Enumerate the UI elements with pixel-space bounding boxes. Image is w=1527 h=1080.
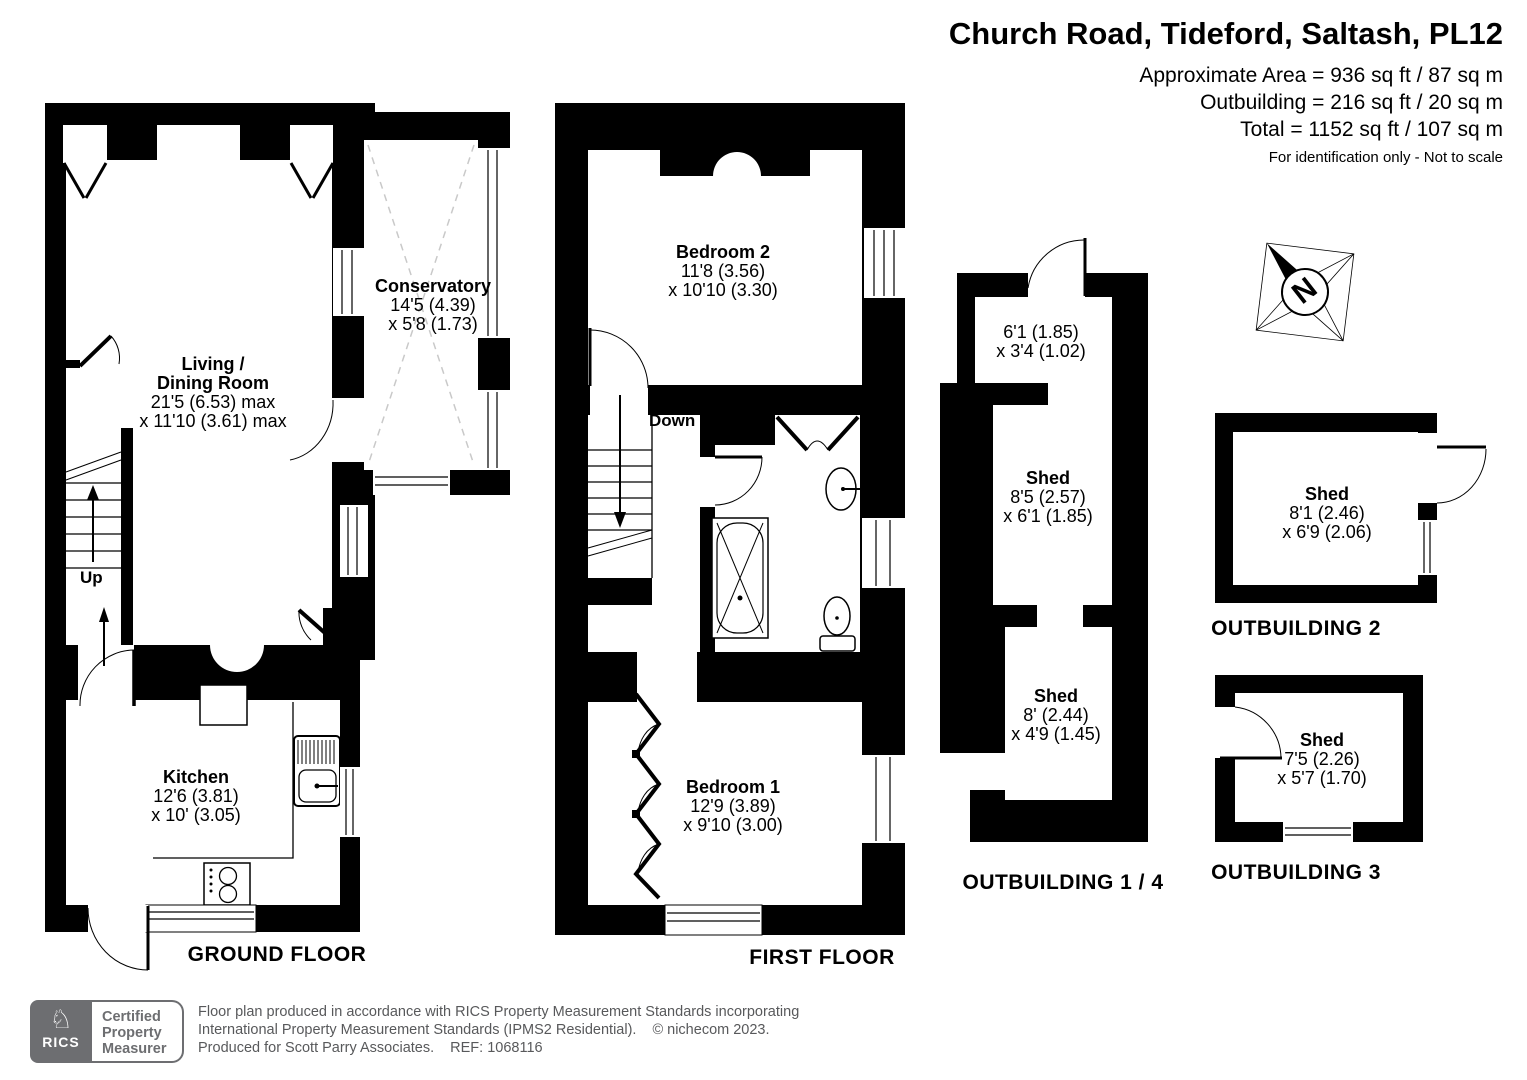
doorway <box>1037 605 1083 627</box>
doorway <box>1028 273 1085 297</box>
page-title: Church Road, Tideford, Saltash, PL12 <box>948 16 1503 51</box>
reference-number: REF: 1068116 <box>450 1040 543 1056</box>
room-label-conservatory: Conservatory 14'5 (4.39) x 5'8 (1.73) <box>374 276 492 334</box>
plan-header: Church Road, Tideford, Saltash, PL12 App… <box>949 16 1503 166</box>
doorway <box>1048 383 1112 405</box>
folding-doors <box>632 692 662 900</box>
outbuilding-area: Outbuilding = 216 sq ft / 20 sq m <box>1200 91 1503 114</box>
room-label-shed-lower: Shed 8' (2.44) x 4'9 (1.45) <box>1011 686 1101 744</box>
door-arc <box>1027 238 1087 296</box>
outbuilding-label-2: OUTBUILDING 2 <box>1211 617 1381 640</box>
floor-label-ground: GROUND FLOOR <box>187 943 367 966</box>
stairs-down-label: Down <box>649 411 696 430</box>
conservatory-floor <box>364 140 478 470</box>
room-label-living: Living / Dining Room 21'5 (6.53) max x 1… <box>139 354 287 431</box>
total-area: Total = 1152 sq ft / 107 sq m <box>1240 118 1503 141</box>
chimney-breast <box>199 684 248 726</box>
door-arc <box>297 608 343 645</box>
door-arc <box>60 334 120 368</box>
door-arc <box>588 328 649 389</box>
outbuilding-label-1-4: OUTBUILDING 1 / 4 <box>962 871 1164 894</box>
plan-footer: ♘ RICS Certified Property Measurer Floor… <box>30 1000 799 1063</box>
disclaimer-note: For identification only - Not to scale <box>1268 149 1503 166</box>
shed-upper-floor <box>993 405 1112 605</box>
compass-icon <box>1255 242 1355 342</box>
door-arc <box>1436 445 1487 504</box>
shed-floor <box>1233 432 1418 585</box>
door-arc <box>714 455 763 506</box>
stairs-down <box>585 395 653 605</box>
outbuilding-1-4-plan <box>940 238 1148 842</box>
room-label-shed-upper: Shed 8'5 (2.57) x 6'1 (1.85) <box>1003 468 1093 526</box>
room-label-kitchen: Kitchen 12'6 (3.81) x 10' (3.05) <box>151 767 241 825</box>
toilet-icon <box>819 596 856 652</box>
compass-north-label: N <box>1285 271 1324 311</box>
stairs-up <box>65 428 133 645</box>
bifold-door <box>775 415 860 452</box>
credit: © nichecom 2023. <box>652 1022 770 1038</box>
window <box>1283 822 1353 842</box>
sink-unit-icon <box>293 735 341 807</box>
floor-label-first: FIRST FLOOR <box>749 946 895 969</box>
window <box>157 125 240 163</box>
door-arc <box>78 607 136 707</box>
doorway <box>1418 433 1437 503</box>
rics-logo: ♘ RICS <box>30 1000 92 1063</box>
rics-lion-icon: ♘ <box>49 1004 73 1034</box>
sink-icon <box>825 467 860 511</box>
window <box>864 228 905 298</box>
shed-lower-floor <box>1005 627 1112 800</box>
fireplace-alcove <box>210 645 264 672</box>
footer-line-2: International Property Measurement Stand… <box>198 1022 770 1038</box>
room-label-store: 6'1 (1.85) x 3'4 (1.02) <box>996 322 1086 361</box>
room-label-shed-ob2: Shed 8'1 (2.46) x 6'9 (2.06) <box>1282 484 1372 542</box>
hob-icon <box>203 862 251 906</box>
window <box>340 505 368 577</box>
room-label-shed-ob3: Shed 7'5 (2.26) x 5'7 (1.70) <box>1277 730 1367 788</box>
stairs-up-label: Up <box>80 568 103 587</box>
roof-dashed-lines <box>367 144 475 466</box>
bedroom2-floor <box>588 150 862 385</box>
store-floor <box>975 297 1112 383</box>
window <box>862 518 905 588</box>
ground-floor-plan <box>45 103 510 971</box>
landing-floor <box>588 415 700 652</box>
bedroom1-floor <box>588 702 862 905</box>
bath-icon <box>711 517 769 639</box>
doorway <box>700 457 715 507</box>
outbuilding-label-3: OUTBUILDING 3 <box>1211 861 1381 884</box>
door-arc <box>87 905 150 971</box>
window <box>289 125 335 199</box>
living-room-floor <box>66 160 332 645</box>
room-label-bedroom2: Bedroom 2 11'8 (3.56) x 10'10 (3.30) <box>668 242 778 300</box>
approximate-area: Approximate Area = 936 sq ft / 87 sq m <box>1139 64 1503 87</box>
window <box>373 148 510 495</box>
window <box>62 125 108 199</box>
footer-line-3: Produced for Scott Parry Associates.REF:… <box>198 1040 543 1056</box>
door-arc <box>1220 706 1282 760</box>
footer-line-1: Floor plan produced in accordance with R… <box>198 1004 800 1020</box>
certified-measurer-badge: Certified Property Measurer <box>92 1000 184 1063</box>
doorway <box>1215 707 1235 758</box>
footer-disclaimer: Floor plan produced in accordance with R… <box>198 1000 799 1057</box>
window <box>862 755 905 843</box>
outbuilding-3-plan <box>1215 675 1423 842</box>
window <box>145 904 257 933</box>
window <box>333 248 364 316</box>
first-floor-plan <box>555 103 905 936</box>
outbuilding-2-plan <box>1215 413 1487 603</box>
room-label-bedroom1: Bedroom 1 12'9 (3.89) x 9'10 (3.00) <box>683 777 783 835</box>
door-arc <box>289 398 364 462</box>
window <box>1418 520 1437 575</box>
window <box>664 904 763 936</box>
fireplace-alcove <box>713 152 761 176</box>
doorway <box>637 652 697 702</box>
window <box>340 767 360 837</box>
